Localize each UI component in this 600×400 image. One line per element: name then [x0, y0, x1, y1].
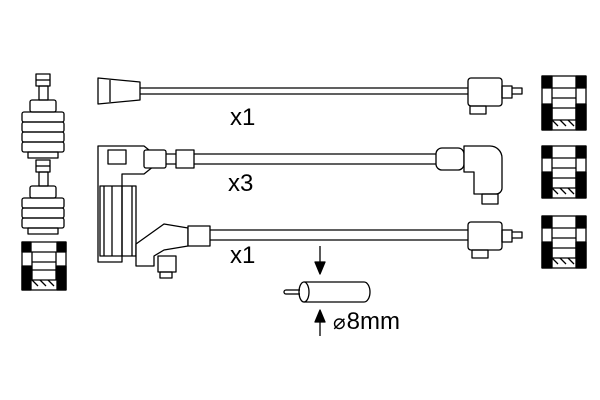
ignition-lead-1 [97, 77, 523, 115]
quantity-label-lead-3: x1 [230, 242, 256, 269]
rubber-boot-right-2 [541, 145, 587, 199]
rubber-boot-right-1 [541, 75, 587, 131]
spark-plug-terminal-1 [21, 73, 65, 159]
quantity-label-lead-2: x3 [228, 170, 254, 197]
rubber-boot-left [21, 241, 67, 291]
cable-diameter-detail [283, 246, 371, 336]
quantity-label-lead-1: x1 [230, 104, 256, 131]
diameter-value: 8mm [346, 308, 400, 335]
diameter-label: ⌀8mm [333, 310, 400, 334]
rubber-boot-right-3 [541, 215, 587, 269]
ignition-lead-3 [135, 221, 523, 279]
diameter-symbol: ⌀ [333, 311, 346, 334]
spark-plug-terminal-2 [21, 159, 65, 235]
